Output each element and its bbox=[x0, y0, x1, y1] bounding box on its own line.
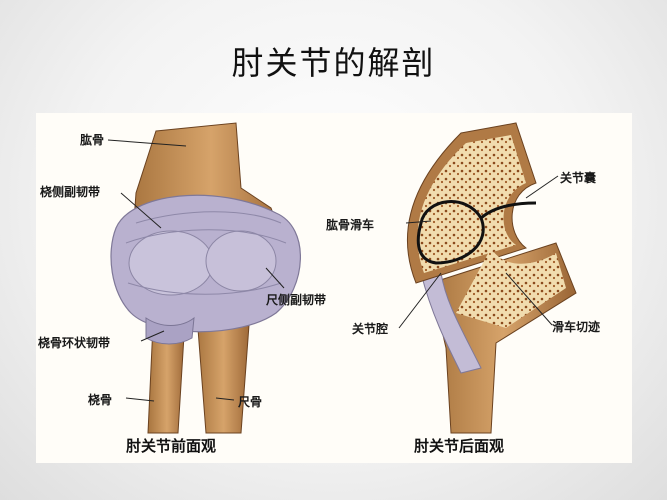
posterior-view bbox=[398, 122, 577, 434]
label-joint-capsule: 关节囊 bbox=[560, 171, 597, 185]
elbow-anatomy-figure: 肱骨 桡侧副韧带 尺侧副韧带 桡骨环状韧带 桡骨 尺骨 肘关节前面观 关节囊 肱… bbox=[36, 113, 632, 463]
label-joint-cavity: 关节腔 bbox=[352, 322, 389, 336]
label-radius: 桡骨 bbox=[88, 393, 113, 407]
label-humerus: 肱骨 bbox=[80, 133, 105, 147]
anterior-view bbox=[107, 122, 301, 434]
caption-posterior-view: 肘关节后面观 bbox=[414, 437, 505, 455]
label-annular-ligament: 桡骨环状韧带 bbox=[38, 336, 111, 350]
label-trochlear-notch: 滑车切迹 bbox=[552, 320, 601, 334]
slide-title: 肘关节的解剖 bbox=[231, 44, 436, 82]
label-humeral-trochlea: 肱骨滑车 bbox=[326, 218, 375, 232]
label-radial-collateral-ligament: 桡侧副韧带 bbox=[40, 185, 101, 199]
label-ulna: 尺骨 bbox=[238, 395, 263, 409]
annular-band bbox=[145, 316, 195, 345]
elbow-illustration bbox=[107, 122, 577, 434]
joint-cavity-line bbox=[416, 200, 485, 265]
label-ulnar-collateral-ligament: 尺侧副韧带 bbox=[266, 293, 327, 307]
caption-anterior-view: 肘关节前面观 bbox=[126, 437, 217, 455]
